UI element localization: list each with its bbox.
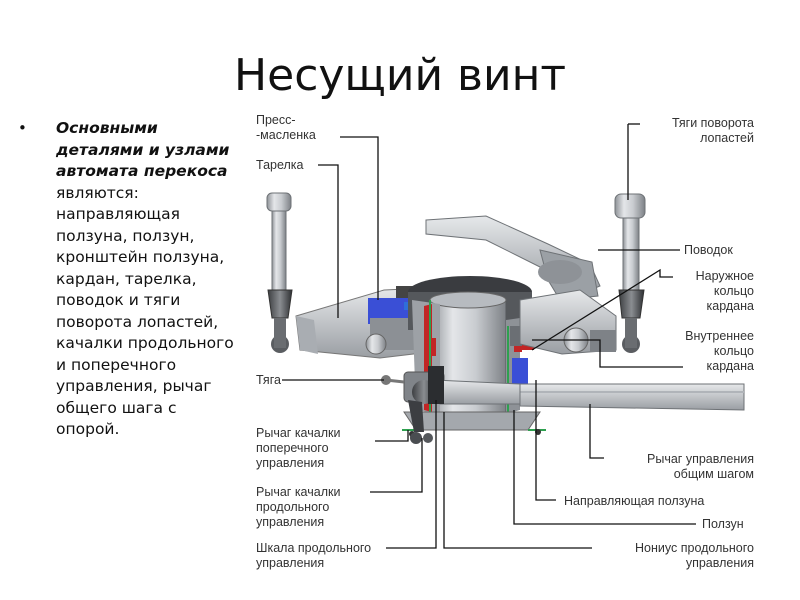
label-napravl: Направляющая ползуна: [564, 494, 705, 508]
leader-lines: [282, 123, 696, 549]
leader-vnutrennee: [532, 339, 683, 368]
mechanism: [266, 192, 745, 444]
leader-shkala: [386, 400, 437, 549]
bullet-bold-text: Основными деталями и узлами автомата пер…: [56, 119, 230, 180]
label-polzun: Ползун: [702, 517, 744, 531]
label-press-maslenka: Пресс- -масленка: [256, 113, 316, 142]
leader-polzun: [513, 410, 696, 525]
bullet-list: • Основными деталями и узлами автомата п…: [18, 118, 240, 441]
label-povodok: Поводок: [684, 243, 733, 257]
leader-nonius: [443, 412, 592, 549]
label-rychag-prodol: Рычаг качалки продольного управления: [256, 485, 341, 529]
label-shkala: Шкала продольного управления: [256, 541, 372, 570]
page-title: Несущий винт: [234, 50, 566, 101]
leader-rychag-prodol: [370, 438, 423, 493]
leader-rychag-upr: [589, 404, 604, 459]
bullet-marker: •: [18, 119, 27, 137]
label-nonius: Нониус продольного управления: [635, 541, 754, 570]
leader-rychag-poperech: [375, 430, 409, 442]
leader-naruzhnoe: [531, 268, 673, 351]
label-rychag-poperech: Рычаг качалки поперечного управления: [256, 426, 341, 470]
label-tarelka: Тарелка: [256, 158, 304, 172]
leader-press-maslenka: [340, 136, 379, 300]
label-naruzhnoe: Наружное кольцо кардана: [695, 269, 754, 313]
label-rychag-upr: Рычаг управления общим шагом: [647, 452, 754, 481]
bullet-body-text: являются: направляющая ползуна, ползун, …: [56, 183, 234, 439]
label-tyaga: Тяга: [256, 373, 281, 387]
leader-napravl: [535, 380, 556, 501]
bullet-item: Основными деталями и узлами автомата пер…: [56, 118, 240, 441]
leader-tarelka: [318, 164, 339, 318]
label-vnutrennee: Внутреннее кольцо кардана: [685, 329, 754, 373]
label-tyagi-povorota: Тяги поворота лопастей: [671, 116, 754, 145]
